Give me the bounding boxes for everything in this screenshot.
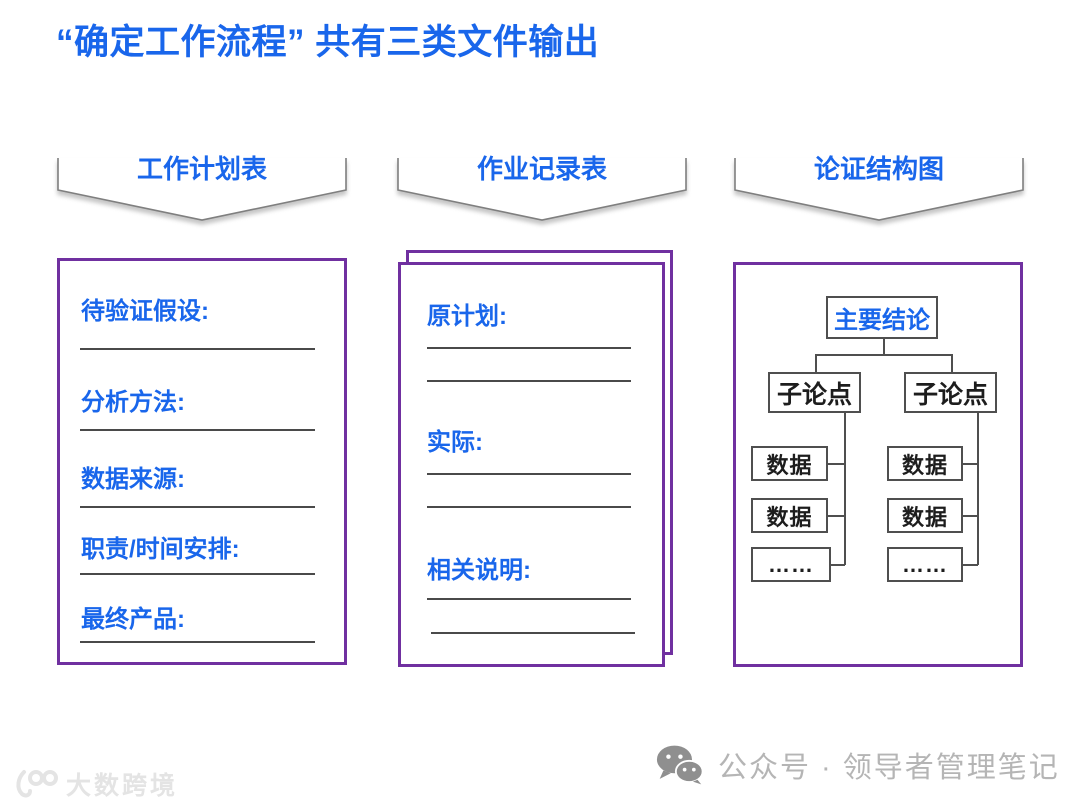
write-line xyxy=(80,506,315,508)
field-label: 职责/时间安排: xyxy=(81,536,240,563)
tree-connector xyxy=(844,412,846,565)
field-label: 原计划: xyxy=(427,303,507,330)
work-plan-box: 待验证假设: 分析方法: 数据来源: 职责/时间安排: 最终产品: xyxy=(57,258,347,665)
tree-leaf-node: 数据 xyxy=(887,446,963,481)
tree-connector xyxy=(828,515,845,517)
wechat-account: 公众号 · 领导者管理笔记 xyxy=(656,744,1060,786)
page-title: “确定工作流程” 共有三类文件输出 xyxy=(56,23,600,62)
chevron-shape-icon xyxy=(397,158,687,221)
write-line xyxy=(80,641,315,643)
structure-box: 主要结论 子论点 子论点 数据 数据 …… 数据 数据 …… xyxy=(733,262,1023,667)
write-line xyxy=(427,506,631,508)
banner-label: 工作计划表 xyxy=(136,154,267,184)
banner-label: 论证结构图 xyxy=(813,154,944,184)
tree-connector xyxy=(828,564,845,566)
tree-connector xyxy=(883,339,885,356)
write-line xyxy=(427,380,631,382)
tree-leaf-node: 数据 xyxy=(887,498,963,533)
field-label: 最终产品: xyxy=(81,606,185,633)
tree-connector xyxy=(815,354,953,356)
write-line xyxy=(80,573,315,575)
write-line xyxy=(427,598,631,600)
field-label: 数据来源: xyxy=(81,466,185,493)
tree-connector xyxy=(815,354,817,372)
field-label: 分析方法: xyxy=(81,389,185,416)
tree-connector xyxy=(828,463,845,465)
field-label: 待验证假设: xyxy=(81,298,209,325)
write-line xyxy=(80,348,315,350)
wechat-icon xyxy=(656,745,704,785)
write-line xyxy=(427,347,631,349)
tree-connector xyxy=(977,412,979,565)
tree-leaf-node: 数据 xyxy=(751,446,828,481)
tree-sub-node: 子论点 xyxy=(768,372,861,413)
tree-sub-node: 子论点 xyxy=(904,372,997,413)
field-label: 实际: xyxy=(427,429,483,456)
tree-connector xyxy=(963,564,978,566)
watermark-text: 大数跨境 xyxy=(66,772,179,800)
tree-root-node: 主要结论 xyxy=(826,296,938,339)
tree-leaf-node: …… xyxy=(751,547,831,582)
chevron-shape-icon xyxy=(734,158,1024,221)
tree-connector xyxy=(951,354,953,372)
tree-connector xyxy=(963,515,978,517)
field-label: 相关说明: xyxy=(427,557,531,584)
tree-leaf-node: 数据 xyxy=(751,498,828,533)
write-line xyxy=(427,473,631,475)
tree-leaf-node: …… xyxy=(887,547,963,582)
banner-label: 作业记录表 xyxy=(476,154,607,184)
chevron-shape-icon xyxy=(57,158,347,221)
write-line xyxy=(431,632,635,634)
banner-record-sheet: 作业记录表 xyxy=(397,145,687,229)
banner-work-plan: 工作计划表 xyxy=(57,145,347,229)
record-box: 原计划: 实际: 相关说明: xyxy=(398,262,665,667)
wechat-account-label: 公众号 · 领导者管理笔记 xyxy=(718,752,1060,784)
watermark: 大数跨境 xyxy=(14,766,178,802)
banner-structure-diagram: 论证结构图 xyxy=(734,145,1024,229)
tree-connector xyxy=(963,463,978,465)
write-line xyxy=(80,429,315,431)
dashu-logo-icon xyxy=(16,770,58,798)
